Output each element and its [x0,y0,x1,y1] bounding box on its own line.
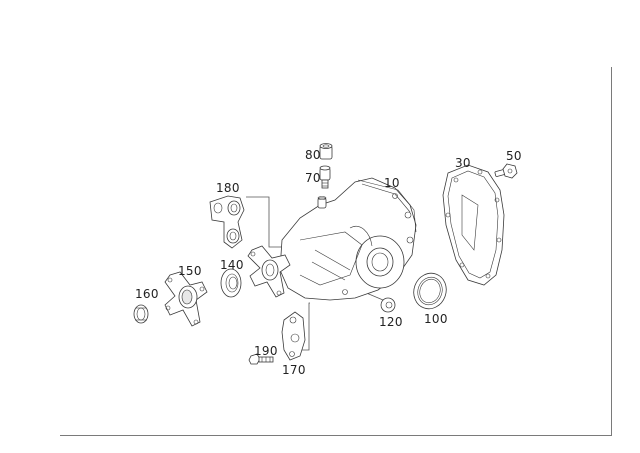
part-80-cap[interactable] [319,143,333,160]
part-label-100: 100 [424,312,448,326]
part-50-bolt[interactable] [494,163,518,179]
part-150-flange[interactable] [164,271,208,327]
part-100-seal-ring[interactable] [409,269,451,314]
part-120-nut[interactable] [380,297,396,313]
part-label-120: 120 [379,315,403,329]
part-label-180: 180 [216,181,240,195]
part-180-rubber-mount[interactable] [209,195,245,249]
part-label-50: 50 [506,149,522,163]
part-190-bolt[interactable] [248,353,274,365]
part-label-170: 170 [282,363,306,377]
part-10-differential-housing[interactable] [279,177,417,301]
part-70-breather[interactable] [319,165,331,189]
part-140-shaft-seal[interactable] [220,268,242,298]
leader-line-170 [302,302,310,351]
part-label-30: 30 [455,156,471,170]
part-label-80: 80 [305,148,321,162]
frame-border-right [611,67,612,436]
frame-border-bottom [60,435,612,436]
part-160-collar-nut[interactable] [133,304,149,324]
leader-line-180 [246,196,283,248]
part-label-70: 70 [305,171,321,185]
part-170-bracket[interactable] [281,311,306,361]
part-30-housing-cover[interactable] [442,164,505,286]
part-label-10: 10 [384,176,400,190]
part-input-flange [247,245,291,298]
part-label-140: 140 [220,258,244,272]
part-label-160: 160 [135,287,159,301]
part-label-150: 150 [178,264,202,278]
part-label-190: 190 [254,344,278,358]
